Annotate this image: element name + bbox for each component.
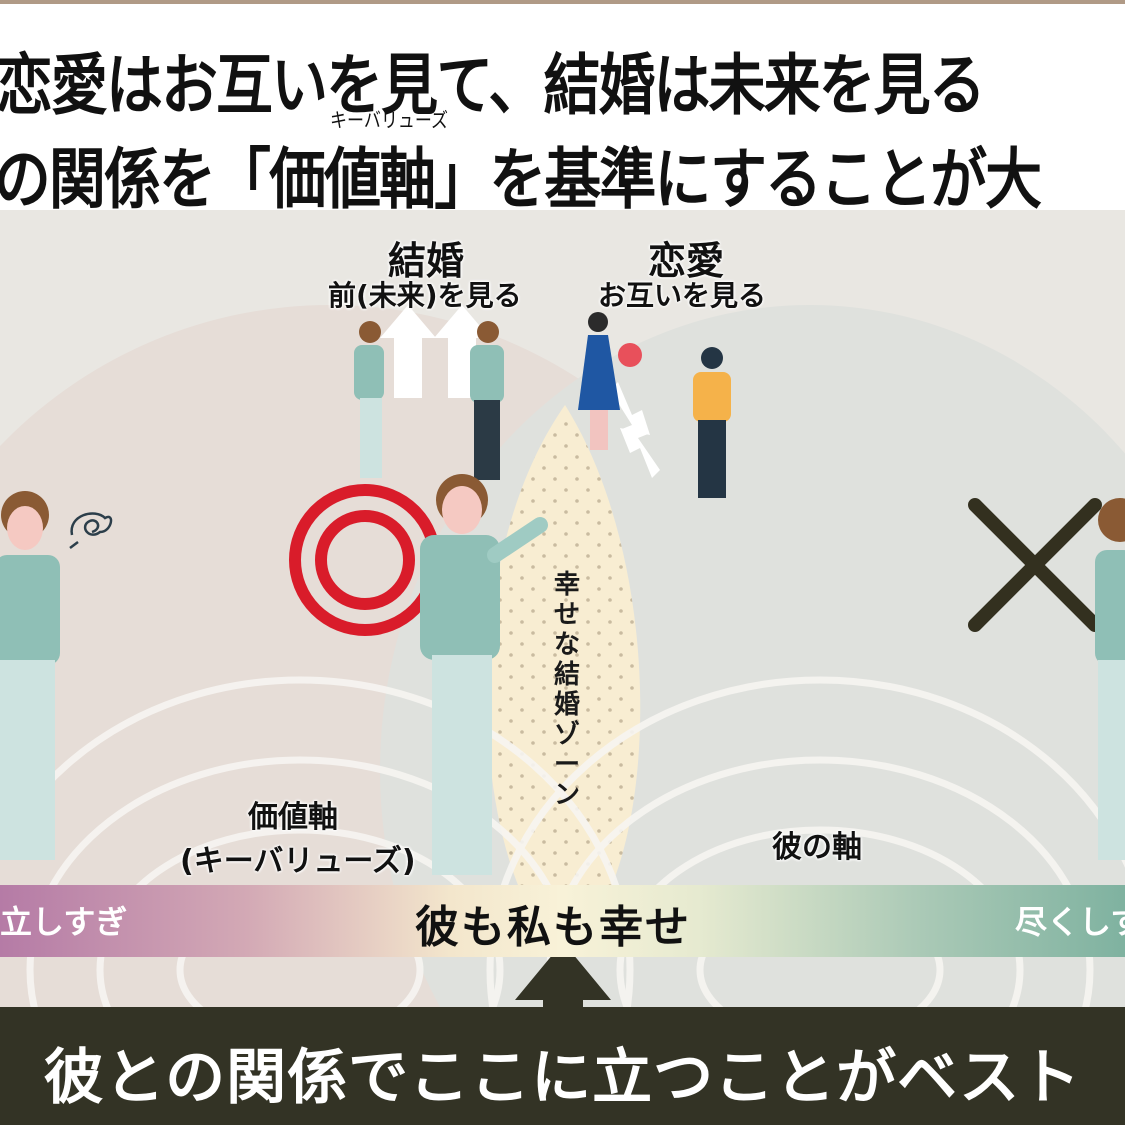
his-axis-label: 彼の軸 [772, 830, 862, 865]
person-left-woman [0, 491, 60, 860]
person-romance-man [693, 347, 731, 498]
romance-title: 恋愛 [648, 239, 725, 283]
happy-zone-label: 幸せな結婚ゾーン [553, 570, 580, 810]
footer-banner: 彼との関係でここに立つことがベスト [0, 1007, 1125, 1125]
scale-center-label: 彼も私も幸せ [415, 902, 691, 953]
value-axis-title: 価値軸 [248, 800, 338, 835]
person-marriage-woman [354, 321, 384, 478]
headline-line-2: の関係を「価値軸」を基準にすることが大 [0, 140, 1042, 210]
top-rule [0, 0, 1125, 4]
scale-right-label: 尽くしす [1015, 903, 1125, 941]
footer-text: 彼との関係でここに立つことがベスト [43, 1043, 1082, 1113]
facing-arrows-icon [610, 382, 660, 478]
header: 恋愛はお互いを見て、結婚は未来を見る キーバリューズ の関係を「価値軸」を基準に… [0, 4, 1125, 210]
person-center-woman [420, 474, 548, 875]
person-marriage-man [470, 321, 504, 480]
headline-line-1: 恋愛はお互いを見て、結婚は未来を見る [0, 46, 986, 124]
up-arrow-icon [515, 942, 611, 1010]
marriage-title: 結婚 [388, 239, 465, 283]
scale-left-label: 立しすぎ [0, 903, 128, 941]
diagram: 結婚 前(未来)を見る 恋愛 お互いを見る 幸せな結婚ゾーン 価値軸 (キーバリ… [0, 210, 1125, 1125]
scale-bar: 立しすぎ 彼も私も幸せ 尽くしす [0, 885, 1125, 957]
diagram-background [0, 210, 1125, 1125]
headline-ruby: キーバリューズ [330, 108, 448, 132]
cross-mark-icon [968, 498, 1102, 632]
person-romance-woman [578, 312, 642, 450]
person-right-woman [1095, 498, 1125, 860]
tangle-icon [69, 512, 113, 549]
value-axis-subtitle: (キーバリューズ) [180, 844, 416, 879]
romance-subtitle: お互いを見る [598, 279, 767, 312]
marriage-subtitle: 前(未来)を見る [328, 279, 522, 312]
